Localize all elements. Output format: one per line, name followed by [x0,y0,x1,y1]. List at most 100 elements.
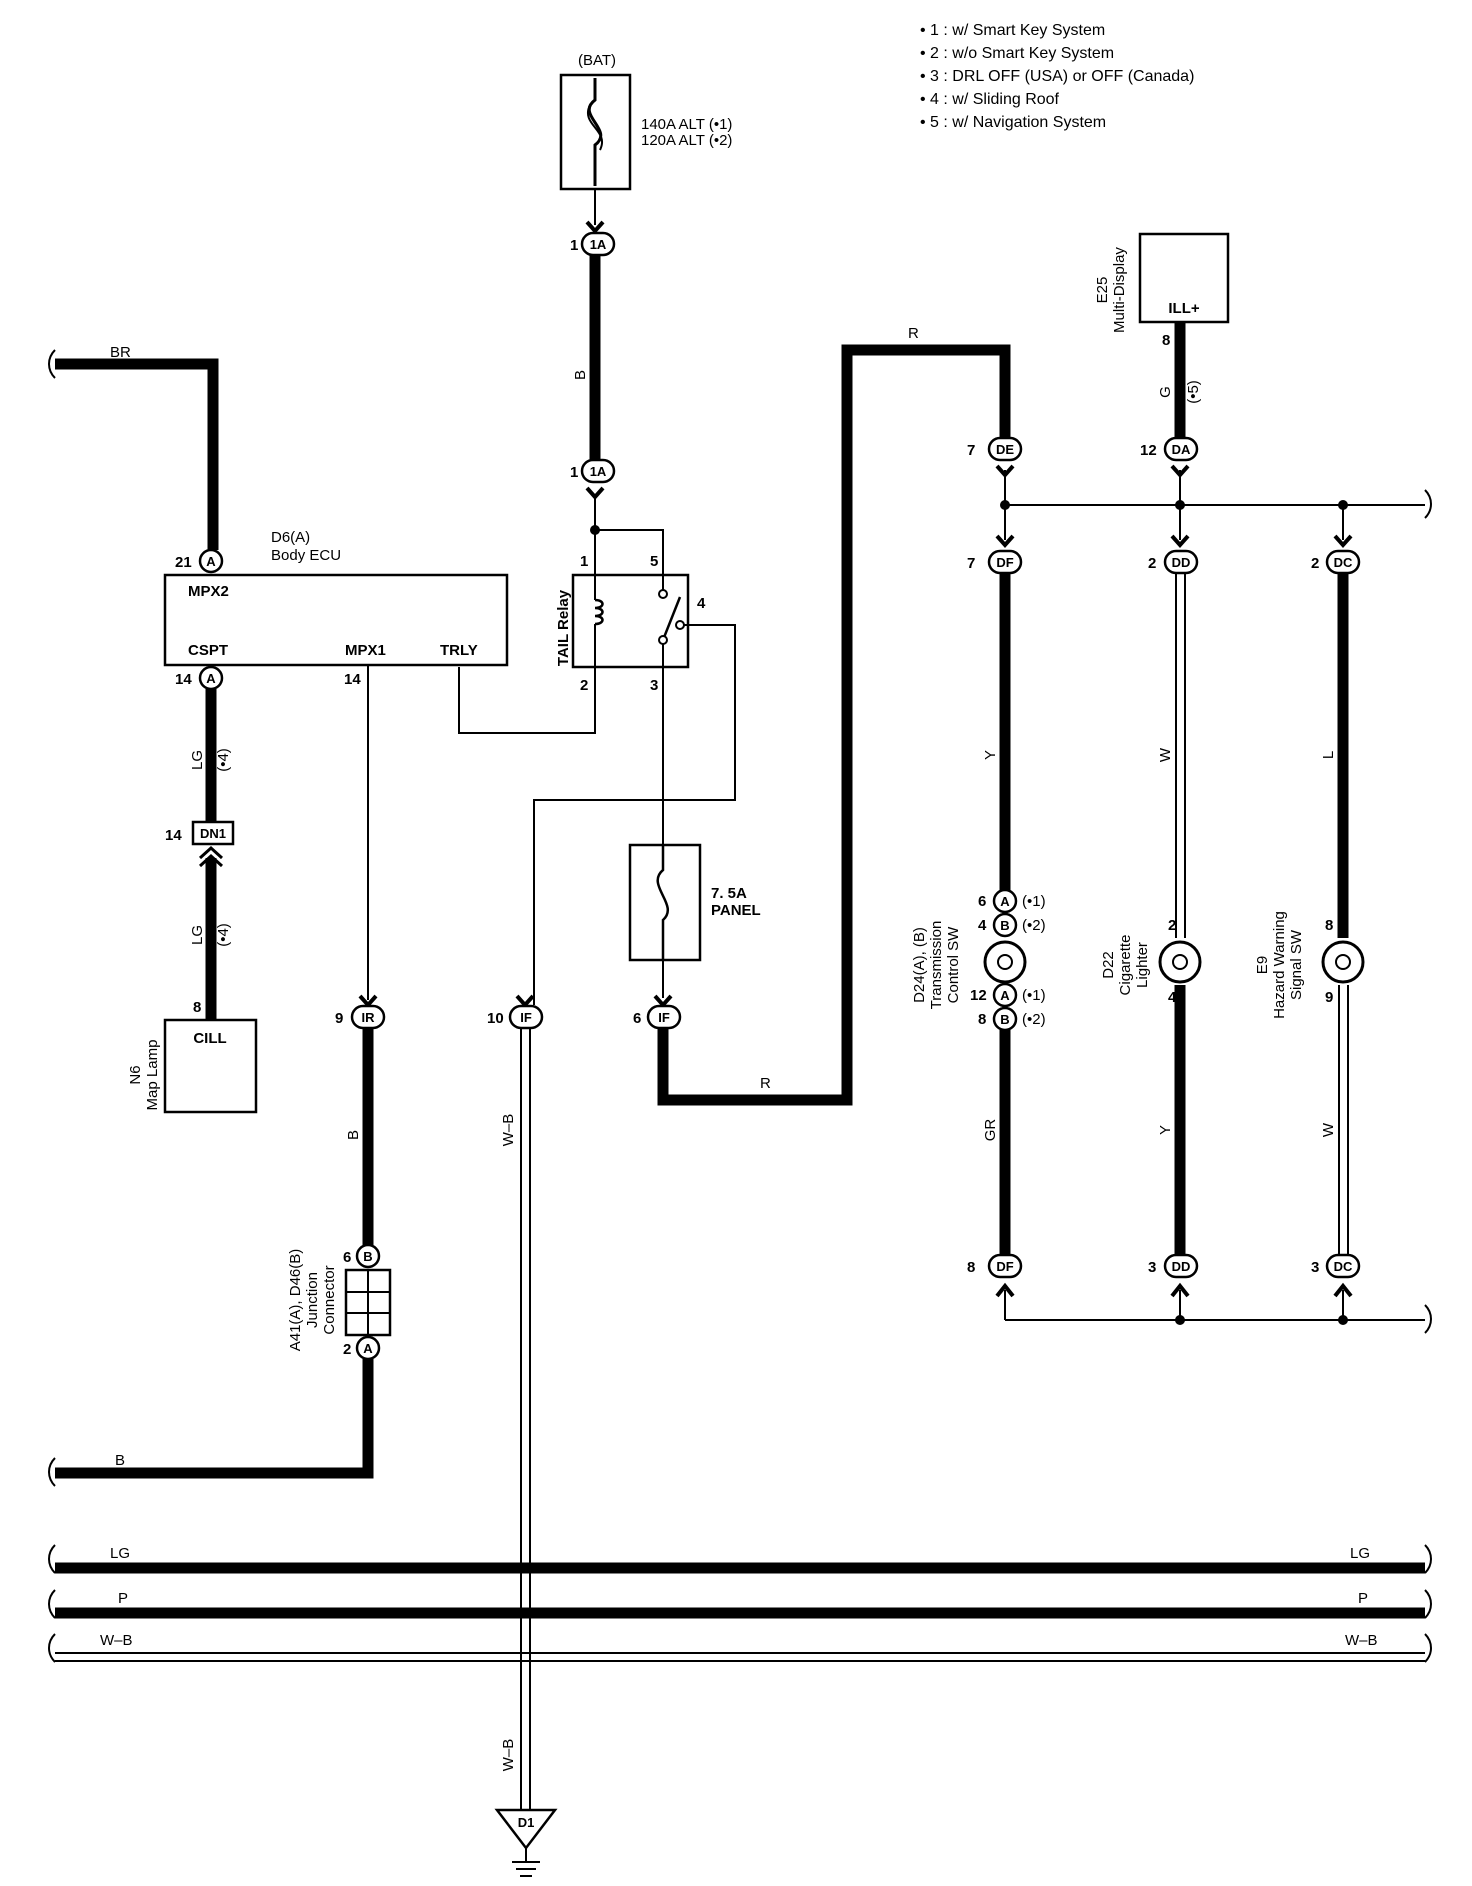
illumination-bulb-icon [997,954,1013,970]
pin-8: 8 [1162,332,1170,349]
ground-d1: D1 [494,1808,558,1877]
pin-14: 14 [165,827,182,844]
tail-relay: TAIL Relay 1 5 4 2 3 [555,553,706,694]
pin-3: 3 [1311,1259,1319,1276]
note-1: • 1 : w/ Smart Key System [920,22,1105,39]
pin-6: 6 [343,1249,351,1266]
wire-label-lg: LG [189,750,206,770]
pin-12: 12 [970,987,987,1004]
connector-DF-bottom: 8 DF [967,1253,1023,1279]
alt-fuse-label-2: 120A ALT (•2) [641,132,732,149]
note-2: • 2 : w/o Smart Key System [920,45,1114,62]
pin-14: 14 [175,671,192,688]
notes-legend: • 1 : w/ Smart Key System • 2 : w/o Smar… [920,22,1194,131]
connector-DA: 12 DA [1140,436,1199,462]
illumination-bulb-icon [1335,954,1351,970]
chevron-up-icon [1333,1282,1353,1298]
wire-label-b: B [345,1130,362,1140]
pin-6: 6 [978,893,986,910]
pin-1: 1 [570,464,578,481]
pin-8: 8 [193,999,201,1016]
wire-label-wb: W–B [1345,1632,1378,1649]
panel-fuse: 7. 5A PANEL [628,843,761,962]
wire-label-p: P [1358,1590,1368,1607]
svg-text:DC: DC [1334,555,1353,570]
connector-IF-6: 6 IF [633,1004,682,1030]
wire-label-w: W [1157,747,1174,762]
map-lamp-desc: Map Lamp [144,1040,161,1111]
battery-label: (BAT) [578,52,616,69]
pin-3: 3 [1148,1259,1156,1276]
svg-text:DF: DF [996,555,1013,570]
trans-sw-desc-2: Control SW [945,926,962,1004]
hazard-sw-desc-2: Signal SW [1288,929,1305,1000]
panel-fuse-amp: 7. 5A [711,885,747,902]
terminal-mpx1: MPX1 [345,642,386,659]
relay-coil-icon [594,598,604,626]
svg-text:A: A [206,554,216,569]
pin-4: 4 [1168,989,1177,1006]
wire-label-w: W [1320,1122,1337,1137]
wire-r [657,344,1011,1106]
body-ecu-desc: Body ECU [271,547,341,564]
terminal-trly: TRLY [440,642,478,659]
terminal-ill: ILL+ [1168,300,1199,317]
junction-desc-1: Junction [304,1272,321,1328]
pin-1: 1 [570,237,578,254]
svg-text:B: B [1000,1012,1009,1027]
hazard-sw-desc-1: Hazard Warning [1271,911,1288,1019]
svg-text:DD: DD [1172,1259,1191,1274]
wire-b-ground [55,1359,374,1479]
pin-3: 3 [650,677,658,694]
lighter-desc-1: Cigarette [1117,935,1134,996]
cond-5: (•5) [1185,380,1202,404]
multi-display: ILL+ E25 Multi-Display [1094,232,1230,333]
junction-connector: A41(A), D46(B) Junction Connector [287,1249,392,1351]
body-ecu: D6(A) Body ECU MPX2 CSPT MPX1 TRLY [163,529,509,667]
battery-fuse: (BAT) 140A ALT (•1) 120A ALT (•2) [559,52,732,191]
cigarette-lighter: D22 Cigarette Lighter [1100,935,1202,996]
map-lamp-name: N6 [127,1065,144,1084]
chevron-up-icon [198,845,224,868]
connector-1A-top: 1 1A [570,231,616,257]
pin-8: 8 [967,1259,975,1276]
multi-display-desc: Multi-Display [1111,247,1128,333]
connector-DE: 7 DE [967,436,1023,462]
svg-text:DA: DA [1172,442,1191,457]
wire-label-lg: LG [1350,1545,1370,1562]
svg-text:DE: DE [996,442,1014,457]
wire-label-b: B [115,1452,125,1469]
svg-text:A: A [1000,894,1010,909]
wire-br [55,358,219,550]
fuse-icon [656,845,670,960]
transmission-control-sw: D24(A), (B) Transmission Control SW [911,921,1027,1009]
connector-DC-top: 2 DC [1311,549,1361,575]
connector-DF-top: 7 DF [967,549,1023,575]
pin-4: 4 [697,595,706,612]
wire-label-wb: W–B [500,1739,517,1772]
pin-10: 10 [487,1010,504,1027]
svg-text:DC: DC [1334,1259,1353,1274]
alt-fuse-label-1: 140A ALT (•1) [641,116,732,133]
connector-IF-10: 10 IF [487,1004,544,1030]
connector-DC-bottom: 3 DC [1311,1253,1361,1279]
bus-lines: LG LG P P W–B W–B [48,1544,1432,1663]
chevron-up-icon [1170,1282,1190,1298]
connector-DD-bottom: 3 DD [1148,1253,1199,1279]
pin-8: 8 [1325,917,1333,934]
map-lamp: CILL N6 Map Lamp [127,1018,258,1114]
cond-4: (•4) [215,923,232,947]
pin-9: 9 [1325,989,1333,1006]
wire-label-wb: W–B [100,1632,133,1649]
pin-9: 9 [335,1010,343,1027]
cond-1: (•1) [1022,987,1046,1004]
note-5: • 5 : w/ Navigation System [920,114,1106,131]
cond-2: (•2) [1022,917,1046,934]
svg-text:IF: IF [658,1010,670,1025]
svg-text:DD: DD [1172,555,1191,570]
connector-1A-bottom: 1 1A [570,458,616,484]
wire-label-y: Y [982,750,999,760]
pin-2: 2 [1168,917,1176,934]
svg-text:DF: DF [996,1259,1013,1274]
connector-DN1: 14 DN1 [165,820,235,846]
